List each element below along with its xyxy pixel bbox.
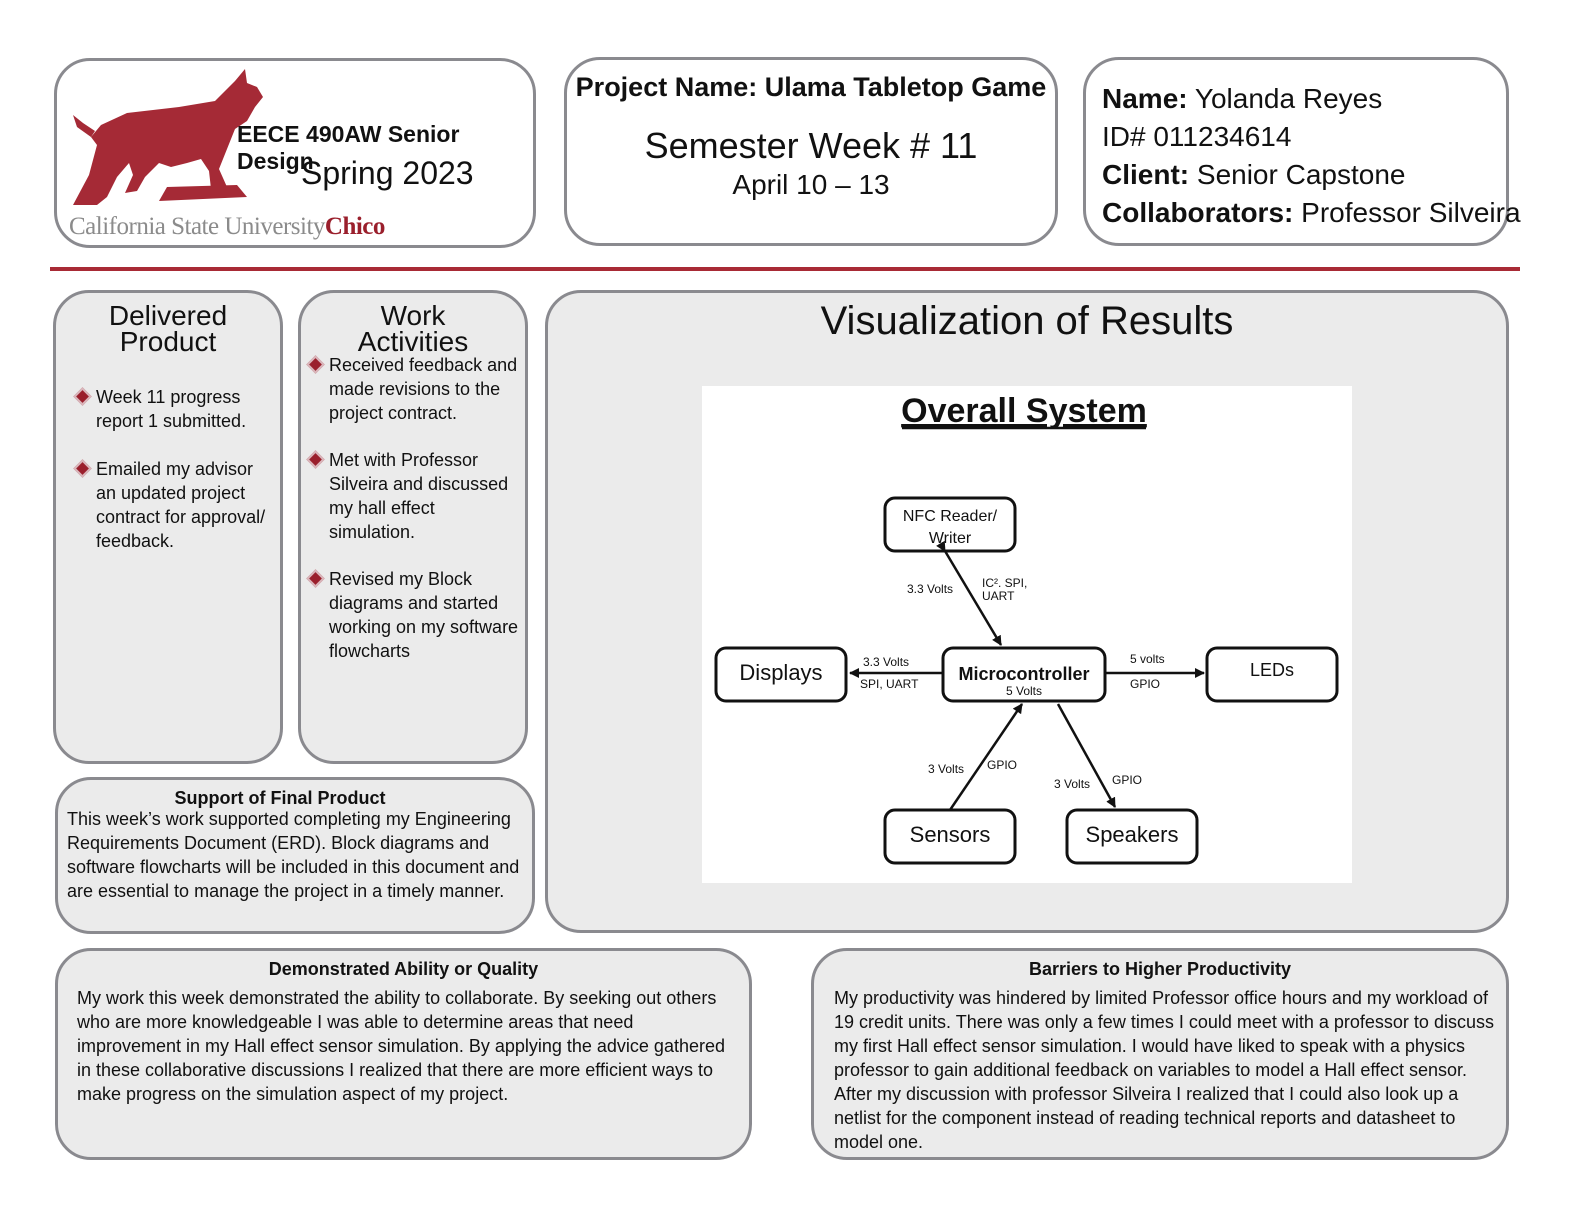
name-label: Name: <box>1102 83 1188 114</box>
demonstrated-text: My work this week demonstrated the abili… <box>77 988 725 1104</box>
list-item: Week 11 progress report 1 submitted. <box>73 385 278 433</box>
semester-label: Spring 2023 <box>301 155 474 191</box>
university-wordmark: California State UniversityChico <box>69 213 385 241</box>
student-name: Yolanda Reyes <box>1194 83 1383 114</box>
sensors-bus: GPIO <box>987 758 1017 772</box>
visualization-card: Visualization of Results Overall System … <box>545 290 1509 933</box>
student-name-row: Name: Yolanda Reyes <box>1102 80 1521 118</box>
nfc-voltage: 3.3 Volts <box>907 582 953 596</box>
microcontroller-label: Microcontroller <box>958 664 1089 684</box>
semester-week: Semester Week # 11 <box>644 125 978 166</box>
list-item: Received feedback and made revisions to … <box>306 353 525 425</box>
university-name: California State University <box>69 213 325 240</box>
diamond-bullet-icon <box>73 459 92 478</box>
support-heading: Support of Final Product <box>174 788 386 808</box>
speakers-voltage: 3 Volts <box>1054 777 1090 791</box>
work-activities-title: Work Activities <box>301 300 525 357</box>
delivered-list: Week 11 progress report 1 submitted. Ema… <box>73 385 278 577</box>
leds-label: LEDs <box>1250 660 1294 680</box>
diagram-title: Overall System <box>901 392 1147 430</box>
client-label: Client: <box>1102 159 1190 190</box>
student-id-row: ID# 011234614 <box>1102 118 1521 156</box>
list-item: Revised my Block diagrams and started wo… <box>306 567 525 663</box>
course-title: EECE 490AW Senior Design <box>237 121 460 174</box>
barriers-card: Barriers to Higher Productivity My produ… <box>811 948 1509 1160</box>
diamond-bullet-icon <box>73 387 92 406</box>
id-label: ID# <box>1102 121 1146 152</box>
student-id: 011234614 <box>1153 121 1292 152</box>
speakers-link <box>1056 703 1117 808</box>
list-item: Met with Professor Silveira and discusse… <box>306 448 525 544</box>
speakers-bus: GPIO <box>1112 773 1142 787</box>
diamond-bullet-icon <box>306 355 325 374</box>
support-text: This week’s work supported completing my… <box>67 809 520 901</box>
activities-title-line1: Work <box>380 300 446 331</box>
university-campus: Chico <box>324 213 386 240</box>
speakers-label: Speakers <box>1086 822 1179 847</box>
sensors-label: Sensors <box>910 822 991 847</box>
diamond-bullet-icon <box>306 450 325 469</box>
client-row: Client: Senior Capstone <box>1102 156 1521 194</box>
overall-system-diagram: Overall System NFC Reader/ Writer Displa… <box>702 386 1352 883</box>
barriers-heading: Barriers to Higher Productivity <box>1028 959 1292 979</box>
diamond-bullet-icon <box>306 569 325 588</box>
list-item-text: Emailed my advisor an updated project co… <box>96 459 266 551</box>
collaborators-name: Professor Silveira <box>1301 197 1521 228</box>
delivered-product-card: Delivered Product Week 11 progress repor… <box>53 290 283 764</box>
nfc-label-1: NFC Reader/ <box>903 508 998 525</box>
week-dates: April 10 – 13 <box>732 169 890 200</box>
nfc-link <box>936 540 1003 646</box>
project-header-card: Project Name: Ulama Tabletop Game Semest… <box>564 57 1058 246</box>
demonstrated-ability-card: Demonstrated Ability or Quality My work … <box>55 948 752 1160</box>
collaborators-label: Collaborators: <box>1102 197 1294 228</box>
demonstrated-heading: Demonstrated Ability or Quality <box>268 959 539 979</box>
list-item-text: Received feedback and made revisions to … <box>329 355 518 423</box>
displays-voltage: 3.3 Volts <box>863 655 909 669</box>
displays-label: Displays <box>739 660 822 685</box>
student-info-card: Name: Yolanda Reyes ID# 011234614 Client… <box>1083 57 1521 246</box>
visualization-heading: Visualization of Results <box>820 299 1234 343</box>
leds-node <box>1205 646 1339 703</box>
collaborators-row: Collaborators: Professor Silveira <box>1102 194 1521 232</box>
leds-voltage: 5 volts <box>1130 652 1165 666</box>
delivered-product-title: Delivered Product <box>56 300 280 357</box>
microcontroller-voltage: 5 Volts <box>1006 684 1042 698</box>
displays-node <box>714 646 848 703</box>
work-activities-card: Work Activities Received feedback and ma… <box>298 290 528 764</box>
project-name: Project Name: Ulama Tabletop Game <box>575 72 1047 102</box>
leds-bus: GPIO <box>1130 677 1160 691</box>
nfc-bus-1: IC². SPI, <box>982 576 1027 590</box>
wildcat-logo-icon <box>73 69 263 205</box>
barriers-text: My productivity was hindered by limited … <box>834 988 1494 1152</box>
nfc-label-2: Writer <box>929 530 972 547</box>
activities-list: Received feedback and made revisions to … <box>306 353 525 686</box>
activities-title-line2: Activities <box>357 326 469 357</box>
list-item-text: Revised my Block diagrams and started wo… <box>329 569 519 661</box>
sensors-voltage: 3 Volts <box>928 762 964 776</box>
support-final-product-card: Support of Final Product This week’s wor… <box>55 777 535 934</box>
displays-bus: SPI, UART <box>860 677 919 691</box>
delivered-title-line1: Delivered <box>108 300 228 331</box>
microcontroller-node <box>941 646 1107 703</box>
list-item: Emailed my advisor an updated project co… <box>73 457 278 553</box>
delivered-title-line2: Product <box>119 326 217 357</box>
sensors-link <box>948 703 1024 811</box>
header-divider <box>50 267 1520 271</box>
speakers-node <box>1065 808 1199 865</box>
list-item-text: Week 11 progress report 1 submitted. <box>96 387 247 431</box>
client-name: Senior Capstone <box>1196 159 1406 190</box>
list-item-text: Met with Professor Silveira and discusse… <box>329 450 509 542</box>
nfc-bus-2: UART <box>982 589 1015 603</box>
course-header-card: EECE 490AW Senior Design Spring 2023 Cal… <box>54 58 536 248</box>
